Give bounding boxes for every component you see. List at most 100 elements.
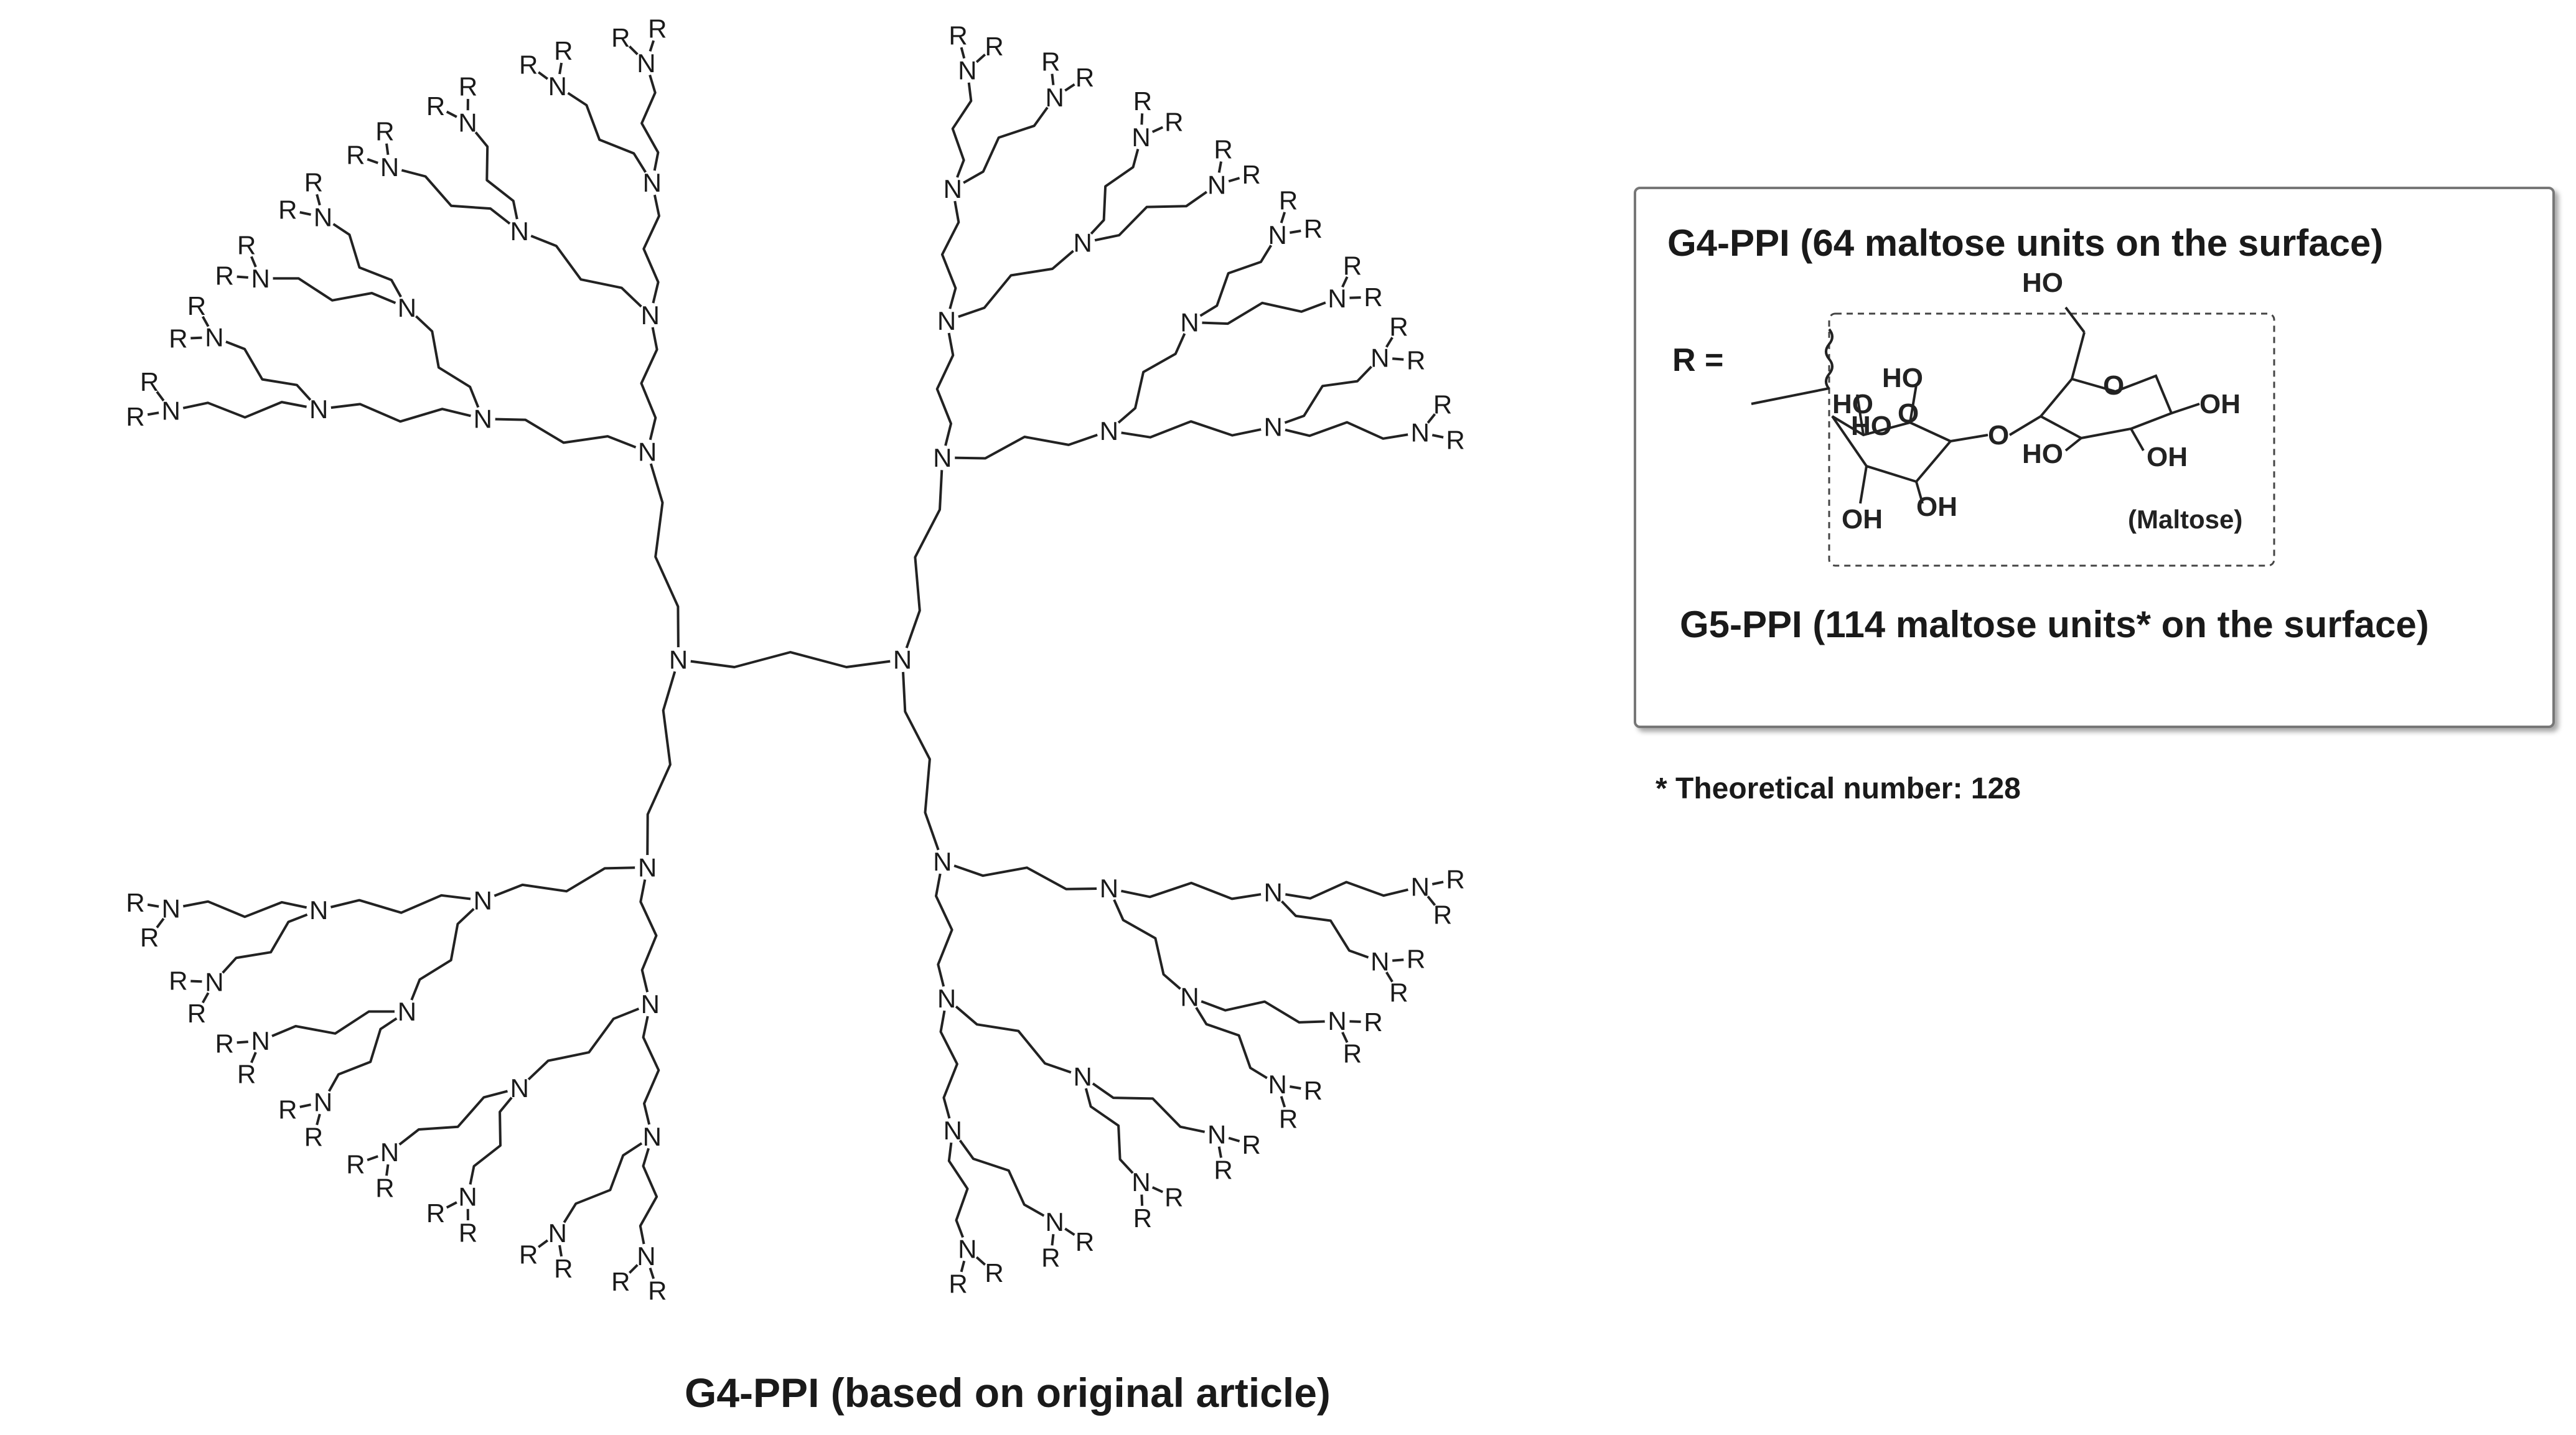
- propylene-bond: [260, 277, 408, 309]
- propylene-bond: [322, 1010, 408, 1103]
- nitrogen-atom-3: N: [162, 396, 180, 425]
- propylene-bond: [556, 85, 653, 184]
- r-group-33: R: [985, 32, 1003, 61]
- glucose-ring-2: [2038, 374, 2173, 440]
- r-group-56: R: [1242, 1130, 1261, 1159]
- nitrogen-atom-55: N: [1207, 1119, 1226, 1149]
- nitrogen-atom-1-backdrop: [470, 406, 495, 432]
- nitrogen-atom-49: N: [1370, 947, 1389, 976]
- r-group-30: R: [140, 923, 159, 952]
- nitrogen-atom-11-backdrop: [455, 110, 480, 136]
- r-group-8-backdrop: [343, 143, 368, 168]
- propylene-bond: [1272, 891, 1380, 963]
- propylene-bond: [1108, 322, 1191, 432]
- propylene-bond: [935, 861, 953, 999]
- r-group-5-backdrop: [234, 232, 260, 258]
- r-group-9-backdrop: [372, 118, 398, 144]
- r-group-35: R: [1075, 63, 1094, 92]
- propylene-bond: [642, 182, 660, 316]
- propylene-bond: [1189, 297, 1338, 325]
- nitrogen-atom-42-backdrop: [1260, 414, 1286, 439]
- nitrogen-atom-45-backdrop: [930, 849, 955, 874]
- r-group-24: R: [304, 1123, 323, 1152]
- maltose-label-ho-3: HO: [1851, 411, 1892, 441]
- nitrogen-atom-53: N: [937, 984, 956, 1013]
- nitrogen-atom-8-backdrop: [637, 302, 663, 328]
- nitrogen-atom-14-backdrop: [634, 50, 659, 76]
- r-group-19: R: [519, 1240, 538, 1269]
- r-group-18: R: [554, 1254, 573, 1283]
- propylene-bond: [406, 307, 484, 419]
- propylene-bond: [640, 62, 660, 184]
- nitrogen-atom-56: N: [1131, 1167, 1150, 1197]
- propylene-bond: [646, 451, 680, 660]
- propylene-bond: [171, 401, 319, 419]
- r-group-26-backdrop: [234, 1062, 260, 1087]
- maltose-label-oh-2: OH: [1916, 492, 1957, 522]
- r-group-62: R: [985, 1258, 1003, 1288]
- nitrogen-atom-25: N: [314, 1088, 332, 1117]
- nitrogen-atom-50-backdrop: [1177, 984, 1202, 1010]
- r-group-35-backdrop: [1072, 65, 1098, 90]
- propylene-bond: [942, 860, 1110, 890]
- propylene-bond: [260, 1010, 407, 1042]
- nitrogen-atom-1: N: [474, 404, 492, 434]
- r-group-28-backdrop: [184, 1001, 210, 1026]
- propylene-bond: [213, 336, 320, 410]
- propylene-bond: [1108, 420, 1274, 439]
- nitrogen-atom-33-backdrop: [955, 57, 980, 83]
- maltose-ring-oxygen-1: O: [1898, 398, 1919, 429]
- nitrogen-atom-51: N: [1328, 1006, 1346, 1035]
- r-group-63: R: [948, 1269, 967, 1299]
- propylene-bond: [1189, 996, 1337, 1024]
- r-group-11-backdrop: [456, 74, 481, 100]
- r-group-34: R: [1041, 47, 1060, 76]
- nitrogen-atom-39-backdrop: [1177, 309, 1202, 335]
- r-group-34-backdrop: [1038, 49, 1064, 74]
- nitrogen-atom-26: N: [251, 1026, 269, 1055]
- nitrogen-atom-57-backdrop: [940, 1118, 965, 1143]
- r-group-13: R: [554, 36, 573, 65]
- nitrogen-atom-32-backdrop: [940, 176, 965, 202]
- nitrogen-atom-30-backdrop: [930, 445, 955, 470]
- r-group-60: R: [1075, 1227, 1094, 1256]
- nitrogen-atom-18-backdrop: [634, 1243, 659, 1269]
- r-group-3: R: [187, 291, 206, 320]
- propylene-bond: [639, 867, 658, 1005]
- r-group-31: R: [126, 888, 144, 917]
- r-group-32-backdrop: [945, 22, 971, 48]
- r-group-12: R: [519, 50, 538, 80]
- nitrogen-atom-54-backdrop: [1070, 1063, 1095, 1089]
- r-group-47: R: [1446, 425, 1464, 454]
- r-group-43: R: [1364, 283, 1382, 312]
- nitrogen-atom-25-backdrop: [311, 1090, 336, 1115]
- r-group-23: R: [346, 1149, 365, 1179]
- nitrogen-atom-32: N: [944, 174, 962, 203]
- nitrogen-atom-52: N: [1268, 1070, 1287, 1099]
- propylene-bond: [1189, 234, 1279, 324]
- r-group-41-backdrop: [1300, 216, 1326, 241]
- nitrogen-atom-37-backdrop: [1204, 172, 1230, 198]
- r-group-2: R: [169, 324, 187, 353]
- nitrogen-atom-24: N: [398, 997, 416, 1026]
- nitrogen-atom-50: N: [1180, 983, 1199, 1012]
- r-group-48: R: [1446, 865, 1464, 894]
- nitrogen-atom-11: N: [458, 108, 477, 138]
- r-group-61: R: [1041, 1243, 1060, 1273]
- propylene-bond: [935, 320, 955, 458]
- nitrogen-atom-18: N: [637, 1241, 655, 1271]
- r-group-38-backdrop: [1211, 136, 1236, 162]
- nitrogen-atom-6: N: [251, 264, 269, 293]
- propylene-bond: [642, 1004, 660, 1137]
- nitrogen-atom-27: N: [309, 895, 328, 925]
- nitrogen-atom-9-backdrop: [507, 218, 532, 244]
- propylene-bond: [639, 1136, 658, 1256]
- r-group-20: R: [459, 1218, 477, 1247]
- nitrogen-atom-20: N: [510, 1073, 529, 1103]
- r-group-23-backdrop: [343, 1151, 368, 1177]
- maltose-glycosidic-oxygen: O: [1988, 420, 2009, 451]
- propylene-bond: [901, 659, 944, 862]
- nitrogen-atom-4-backdrop: [202, 324, 227, 350]
